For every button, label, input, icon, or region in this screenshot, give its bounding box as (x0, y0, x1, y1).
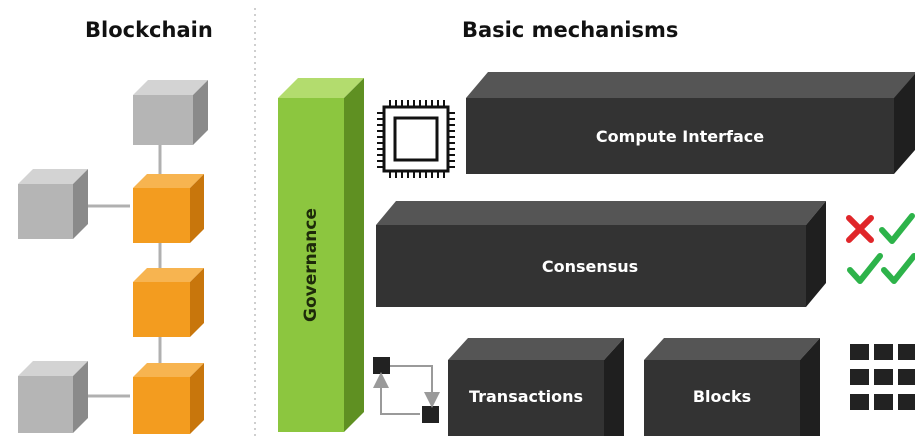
blockchain-heading: Blockchain (85, 18, 213, 42)
transactions-box: Transactions (448, 338, 624, 436)
check-icon (881, 253, 915, 284)
compute-interface-box: Compute Interface (466, 72, 915, 174)
gray-block-left-upper (18, 169, 88, 239)
transactions-label: Transactions (469, 387, 583, 406)
gray-block-left-lower (18, 361, 88, 433)
compute-interface-label: Compute Interface (596, 127, 764, 146)
grid-icon (850, 344, 915, 410)
blocks-box: Blocks (644, 338, 820, 436)
basic-mechanisms-heading: Basic mechanisms (462, 18, 679, 42)
transaction-loop (373, 357, 440, 423)
check-icon (879, 213, 915, 244)
gray-block-top (133, 80, 208, 145)
check-icon (847, 253, 883, 284)
cpu-chip-icon (377, 100, 455, 178)
cross-icon (846, 215, 874, 243)
blocks-label: Blocks (693, 387, 751, 406)
orange-block-3 (133, 363, 204, 434)
governance-pillar: Governance (278, 78, 364, 432)
consensus-box: Consensus (376, 201, 826, 307)
consensus-label: Consensus (542, 257, 638, 276)
governance-label: Governance (301, 208, 321, 322)
orange-block-1 (133, 174, 204, 243)
orange-block-2 (133, 268, 204, 337)
